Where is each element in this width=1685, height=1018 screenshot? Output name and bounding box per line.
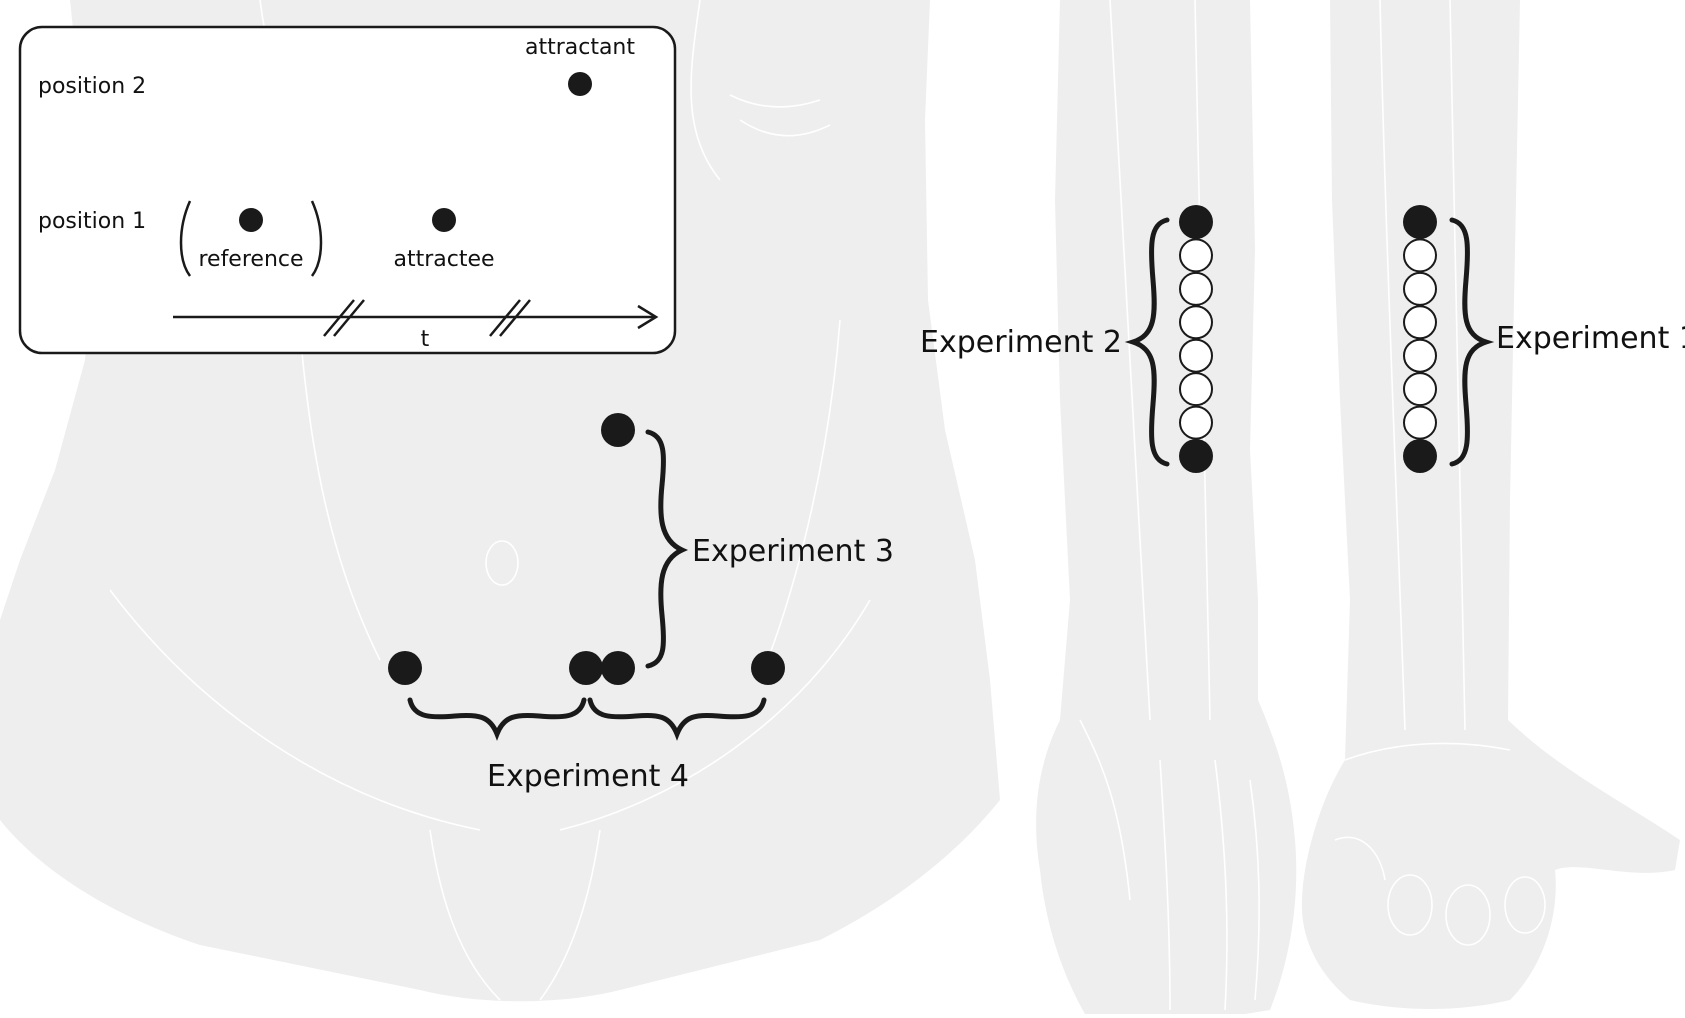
time-break-2 [489,299,531,337]
reference-paren-left [179,200,192,277]
exp1-tactor-open [1403,372,1437,407]
exp1-tactor-array [1403,205,1437,473]
attractee-dot [432,208,456,232]
exp2-tactor-open [1179,405,1213,440]
exp2-tactor-open [1179,338,1213,373]
right-forearm-contours [1334,0,1546,946]
inset-frame [18,25,677,355]
exp2-tactor-open [1179,305,1213,340]
reference-dot [239,208,263,232]
exp1-tactor-open [1403,271,1437,306]
exp2-tactor-filled [1179,205,1213,239]
time-break-1 [323,299,365,337]
exp1-tactor-open [1403,305,1437,340]
position-2-label: position 2 [38,74,146,99]
torso-stimuli: Experiment 3 Experiment 4 [388,413,894,794]
exp2-tactor-open [1179,372,1213,407]
inset-timeline-panel: position 2 position 1 attractant referen… [18,25,677,355]
position-1-label: position 1 [38,209,146,234]
time-axis-arrowhead [637,304,659,330]
exp1-tactor-open [1403,238,1437,273]
exp2-tactor-open [1179,271,1213,306]
exp1-tactor-filled [1403,439,1437,473]
exp3-top-dot [601,413,635,447]
exp2-tactor-filled [1179,439,1213,473]
exp1-brace [1449,217,1495,467]
experiment-2-label: Experiment 2 [920,325,1122,360]
exp2-tactor-open [1179,238,1213,273]
reference-paren-right [310,200,323,277]
exp3-brace [645,429,689,669]
exp1-tactor-open [1403,405,1437,440]
reference-label: reference [198,247,303,272]
left-forearm-silhouette [1036,0,1297,1014]
left-forearm-body [1036,0,1297,1014]
center-dot-b [601,651,635,685]
time-axis-label: t [421,327,430,352]
exp1-tactor-filled [1403,205,1437,239]
exp1-tactor-open [1403,338,1437,373]
attractant-label: attractant [525,35,635,60]
center-dot-a [569,651,603,685]
exp4-left-dot [388,651,422,685]
experiment-4-label: Experiment 4 [487,759,689,794]
right-forearm-body [1301,0,1680,1009]
exp4-brace-left [407,697,587,741]
attractee-label: attractee [393,247,494,272]
experiment-1-label: Experiment 1 [1496,321,1685,356]
exp2-tactor-array [1179,205,1213,473]
attractant-dot [568,72,592,96]
right-forearm-silhouette [1301,0,1680,1009]
exp2-brace [1124,217,1170,467]
exp4-brace-right [587,697,767,741]
experiment-3-label: Experiment 3 [692,534,894,569]
exp4-right-dot [751,651,785,685]
